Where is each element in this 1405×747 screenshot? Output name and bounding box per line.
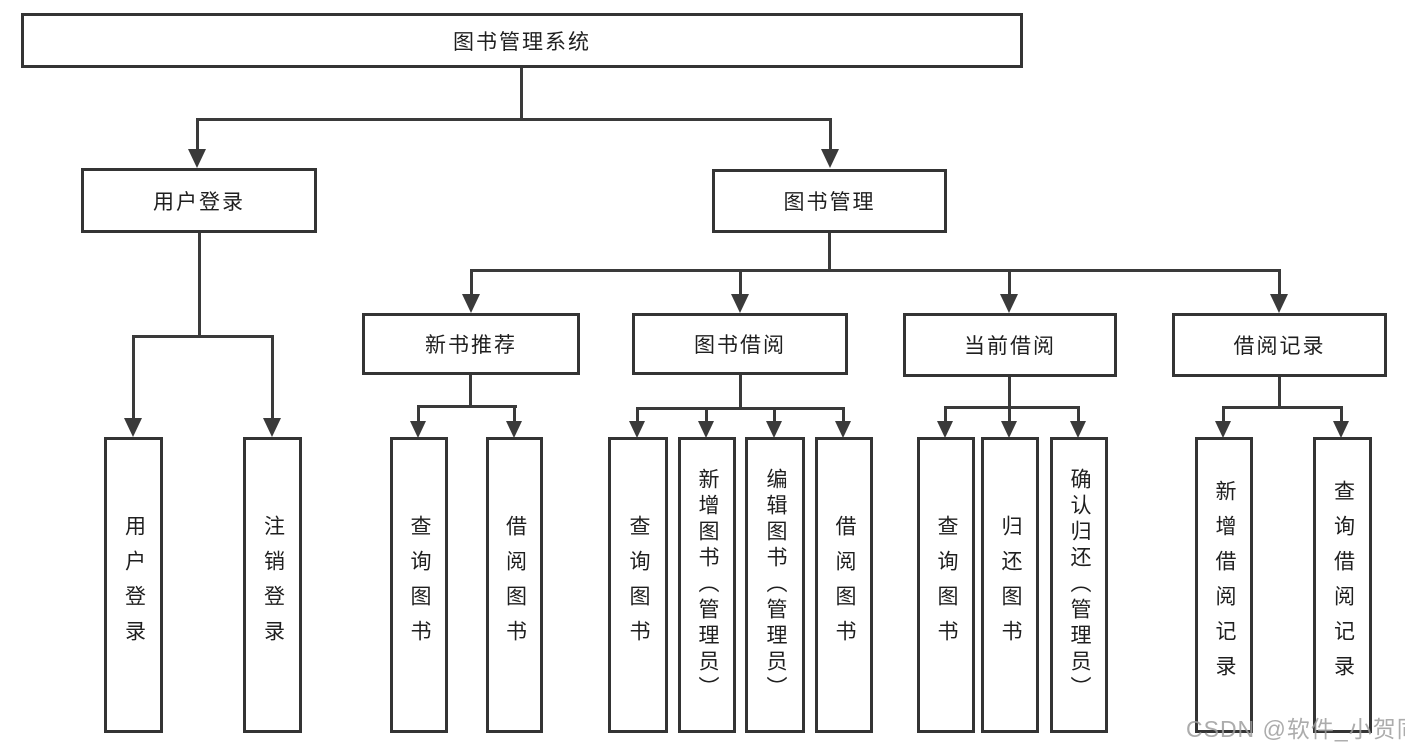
arrow-down-icon [1333, 421, 1349, 438]
node-label: 借阅图书 [833, 515, 856, 655]
arrow-down-icon [821, 149, 839, 168]
node-label: 图书借阅 [694, 334, 786, 357]
node-label: 查询图书 [935, 515, 958, 655]
connector-line [739, 269, 742, 297]
node-label: 新书推荐 [425, 334, 517, 357]
arrow-down-icon [937, 421, 953, 438]
connector-line [636, 407, 844, 410]
arrow-down-icon [766, 421, 782, 438]
connector-line [469, 375, 472, 408]
csdn-watermark: CSDN @软件_小贺同学 [1186, 716, 1405, 742]
connector-line [773, 407, 776, 423]
node-label: 用户登录 [122, 515, 146, 655]
arrow-down-icon [188, 149, 206, 168]
arrow-down-icon [1215, 421, 1231, 438]
leaf-query-books-2: 查询图书 [608, 437, 668, 733]
connector-line [705, 407, 708, 423]
connector-line [828, 233, 831, 272]
leaf-query-borrow-record: 查询借阅记录 [1313, 437, 1372, 733]
connector-line [1077, 406, 1080, 423]
connector-line [513, 405, 516, 423]
connector-line [271, 335, 274, 419]
leaf-confirm-return-admin: 确认归还（管理员） [1050, 437, 1108, 733]
leaf-add-book-admin: 新增图书（管理员） [678, 437, 736, 733]
connector-line [944, 406, 1080, 409]
connector-line [1222, 406, 1342, 409]
arrow-down-icon [1001, 421, 1017, 438]
arrow-down-icon [124, 418, 142, 437]
connector-line [944, 406, 947, 423]
node-label: 查询图书 [408, 515, 431, 655]
connector-line [829, 118, 832, 152]
connector-line [198, 233, 201, 338]
arrow-down-icon [835, 421, 851, 438]
node-label: 借阅记录 [1233, 335, 1326, 358]
node-label: 新增借阅记录 [1213, 480, 1236, 690]
node-label: 归还图书 [999, 515, 1022, 655]
connector-line [132, 335, 274, 338]
connector-line [1222, 406, 1225, 423]
node-label: 确认归还（管理员） [1068, 468, 1091, 702]
leaf-borrow-books-1: 借阅图书 [486, 437, 543, 733]
node-label: 图书管理 [783, 191, 876, 214]
leaf-add-borrow-record: 新增借阅记录 [1195, 437, 1253, 733]
node-user-login: 用户登录 [81, 168, 317, 233]
node-label: 新增图书（管理员） [696, 468, 719, 702]
connector-line [470, 269, 473, 297]
connector-line [417, 405, 420, 423]
node-label: 图书管理系统 [453, 30, 591, 54]
arrow-down-icon [410, 421, 426, 438]
connector-line [1008, 269, 1011, 297]
connector-line [196, 118, 832, 121]
node-label: 查询借阅记录 [1331, 480, 1355, 690]
node-system-root: 图书管理系统 [21, 13, 1023, 68]
node-label: 借阅图书 [503, 515, 527, 655]
node-label: 用户登录 [153, 190, 245, 214]
connector-line [739, 375, 742, 410]
leaf-return-books: 归还图书 [981, 437, 1039, 733]
connector-line [1008, 406, 1011, 423]
connector-line [842, 407, 845, 423]
node-book-management: 图书管理 [712, 169, 947, 233]
connector-line [520, 68, 523, 121]
arrow-down-icon [263, 418, 281, 437]
arrow-down-icon [462, 294, 480, 313]
leaf-borrow-books-2: 借阅图书 [815, 437, 873, 733]
leaf-logout: 注销登录 [243, 437, 302, 733]
node-label: 注销登录 [261, 515, 285, 655]
node-borrow-record: 借阅记录 [1172, 313, 1387, 377]
leaf-query-books-1: 查询图书 [390, 437, 448, 733]
arrow-down-icon [1270, 294, 1288, 313]
leaf-edit-book-admin: 编辑图书（管理员） [745, 437, 805, 733]
connector-line [1278, 377, 1281, 409]
connector-line [1278, 269, 1281, 297]
arrow-down-icon [506, 421, 522, 438]
node-label: 编辑图书（管理员） [764, 468, 787, 702]
connector-line [417, 405, 517, 408]
connector-line [132, 335, 135, 419]
node-label: 当前借阅 [964, 335, 1056, 358]
node-current-borrow: 当前借阅 [903, 313, 1117, 377]
connector-line [1008, 377, 1011, 409]
connector-line [636, 407, 639, 423]
arrow-down-icon [1000, 294, 1018, 313]
connector-line [470, 269, 1281, 272]
arrow-down-icon [731, 294, 749, 313]
node-book-borrow: 图书借阅 [632, 313, 848, 375]
arrow-down-icon [1070, 421, 1086, 438]
arrow-down-icon [698, 421, 714, 438]
node-label: 查询图书 [627, 515, 650, 655]
leaf-query-books-3: 查询图书 [917, 437, 975, 733]
connector-line [196, 118, 199, 152]
leaf-user-login: 用户登录 [104, 437, 163, 733]
connector-line [1340, 406, 1343, 423]
node-new-book-recommend: 新书推荐 [362, 313, 580, 375]
arrow-down-icon [629, 421, 645, 438]
